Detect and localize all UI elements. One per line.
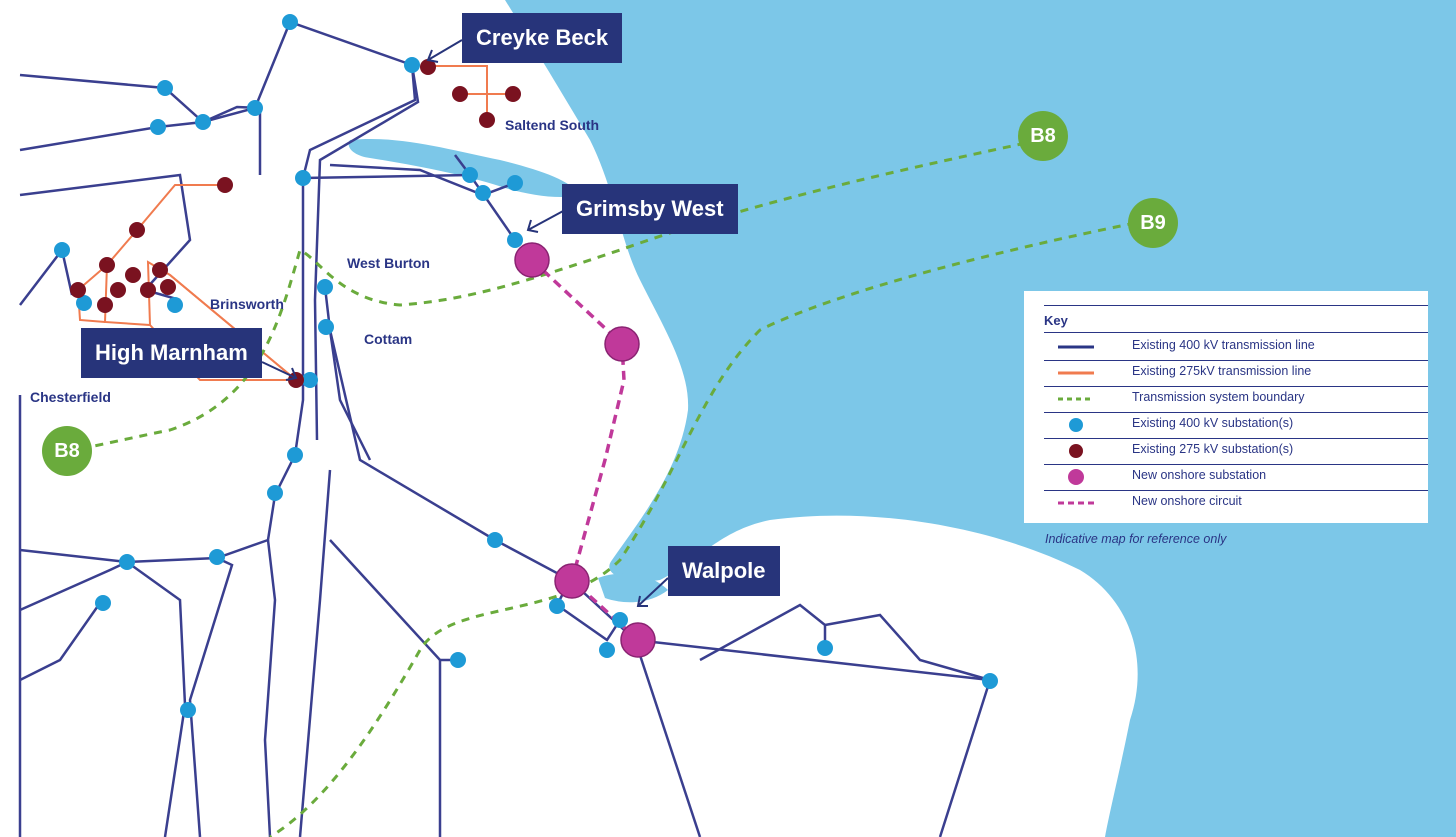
map-legend: Key Existing 400 kV transmission line Ex… (1024, 291, 1428, 523)
callout-creyke-beck: Creyke Beck (462, 13, 623, 63)
callout-arrows (261, 39, 669, 607)
legend-rule (1044, 386, 1428, 387)
legend-rule (1044, 332, 1428, 333)
callout-grimsby-west: Grimsby West (562, 184, 738, 234)
substations-400kv (54, 14, 998, 718)
legend-rule (1044, 490, 1428, 491)
callout-high-marnham: High Marnham (81, 328, 262, 378)
label-brinsworth: Brinsworth (210, 296, 284, 312)
legend-label: Existing 400 kV transmission line (1132, 338, 1315, 352)
legend-label: New onshore substation (1132, 468, 1267, 482)
land-mass (0, 0, 1138, 837)
boundary-icon (1058, 397, 1094, 401)
new-substation-icon (1068, 469, 1084, 485)
legend-label: Existing 275kV transmission line (1132, 364, 1312, 378)
indicative-note: Indicative map for reference only (1045, 532, 1227, 546)
legend-rule (1044, 464, 1428, 465)
boundary-lines (44, 138, 1151, 837)
label-west-burton: West Burton (347, 255, 430, 271)
legend-row: Existing 275 kV substation(s) (1044, 438, 1428, 464)
substation-400kv-icon (1069, 418, 1083, 432)
new-circuit-icon (1058, 501, 1094, 505)
legend-title: Key (1044, 313, 1068, 328)
legend-rule (1044, 438, 1428, 439)
label-chesterfield: Chesterfield (30, 389, 111, 405)
legend-rule (1044, 360, 1428, 361)
legend-rule (1044, 412, 1428, 413)
boundary-badge-b8-west: B8 (42, 426, 92, 476)
boundary-badge-b9-east: B9 (1128, 198, 1178, 248)
legend-row: New onshore circuit (1044, 490, 1428, 516)
legend-label: Existing 275 kV substation(s) (1132, 442, 1294, 456)
legend-row: Transmission system boundary (1044, 386, 1428, 412)
label-saltend-south: Saltend South (505, 117, 600, 133)
line-275kv-icon (1058, 371, 1094, 375)
new-onshore-substations (514, 242, 656, 658)
substation-275kv-icon (1069, 444, 1083, 458)
label-cottam: Cottam (364, 331, 413, 347)
legend-label: Transmission system boundary (1132, 390, 1305, 404)
callout-walpole: Walpole (668, 546, 780, 596)
legend-rule (1044, 305, 1428, 306)
line-400kv-icon (1058, 345, 1094, 349)
legend-label: New onshore circuit (1132, 494, 1242, 508)
legend-row: Existing 400 kV transmission line (1044, 334, 1428, 360)
legend-label: Existing 400 kV substation(s) (1132, 416, 1294, 430)
legend-row: New onshore substation (1044, 464, 1428, 490)
substations-275kv (70, 59, 521, 388)
boundary-badge-b8-east: B8 (1018, 111, 1068, 161)
legend-row: Existing 275kV transmission line (1044, 360, 1428, 386)
legend-row: Existing 400 kV substation(s) (1044, 412, 1428, 438)
